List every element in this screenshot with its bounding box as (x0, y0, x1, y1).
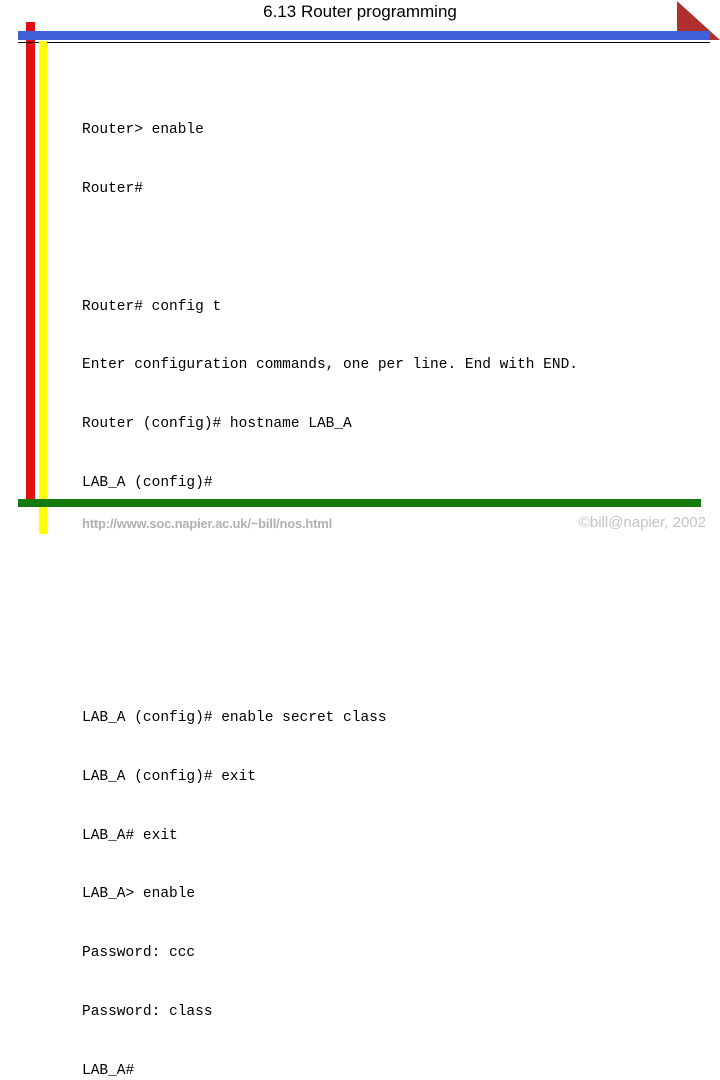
console-line-blank (82, 239, 682, 259)
console-line: Enter configuration commands, one per li… (82, 357, 578, 374)
footer-url-link[interactable]: http://www.soc.napier.ac.uk/~bill/nos.ht… (82, 516, 333, 531)
triangle-shape (677, 1, 720, 40)
console-line-blank (82, 650, 682, 670)
console-line: Router (config)# hostname LAB_A (82, 416, 352, 433)
header-black-rule (18, 42, 710, 43)
console-line: LAB_A# (82, 1062, 135, 1079)
console-line: Password: ccc (82, 945, 196, 962)
page-title: 6.13 Router programming (263, 2, 457, 21)
console-line-blank (82, 533, 682, 553)
console-line-blank (82, 591, 682, 611)
corner-triangle-icon (672, 1, 720, 40)
left-red-bar (26, 22, 35, 500)
console-line: Router# (82, 180, 143, 197)
console-transcript: Router> enable Router# Router# config t … (82, 82, 682, 1080)
console-line: LAB_A (config)# exit (82, 768, 257, 785)
console-line: LAB_A (config)# (82, 474, 213, 491)
footer-green-bar (18, 499, 701, 507)
corner-triangle-svg (677, 1, 720, 40)
console-line: Router> enable (82, 122, 204, 139)
footer-copyright: ©bill@napier, 2002 (578, 514, 706, 531)
slide-canvas: 6.13 Router programming Router> enable R… (18, 1, 720, 1079)
console-line: LAB_A# exit (82, 827, 178, 844)
header-blue-bar (18, 31, 710, 40)
console-line: Password: class (82, 1003, 213, 1020)
console-line: Router# config t (82, 298, 222, 315)
console-line: LAB_A (config)# enable secret class (82, 710, 387, 726)
left-yellow-bar (39, 41, 47, 534)
console-line: LAB_A> enable (82, 886, 196, 903)
